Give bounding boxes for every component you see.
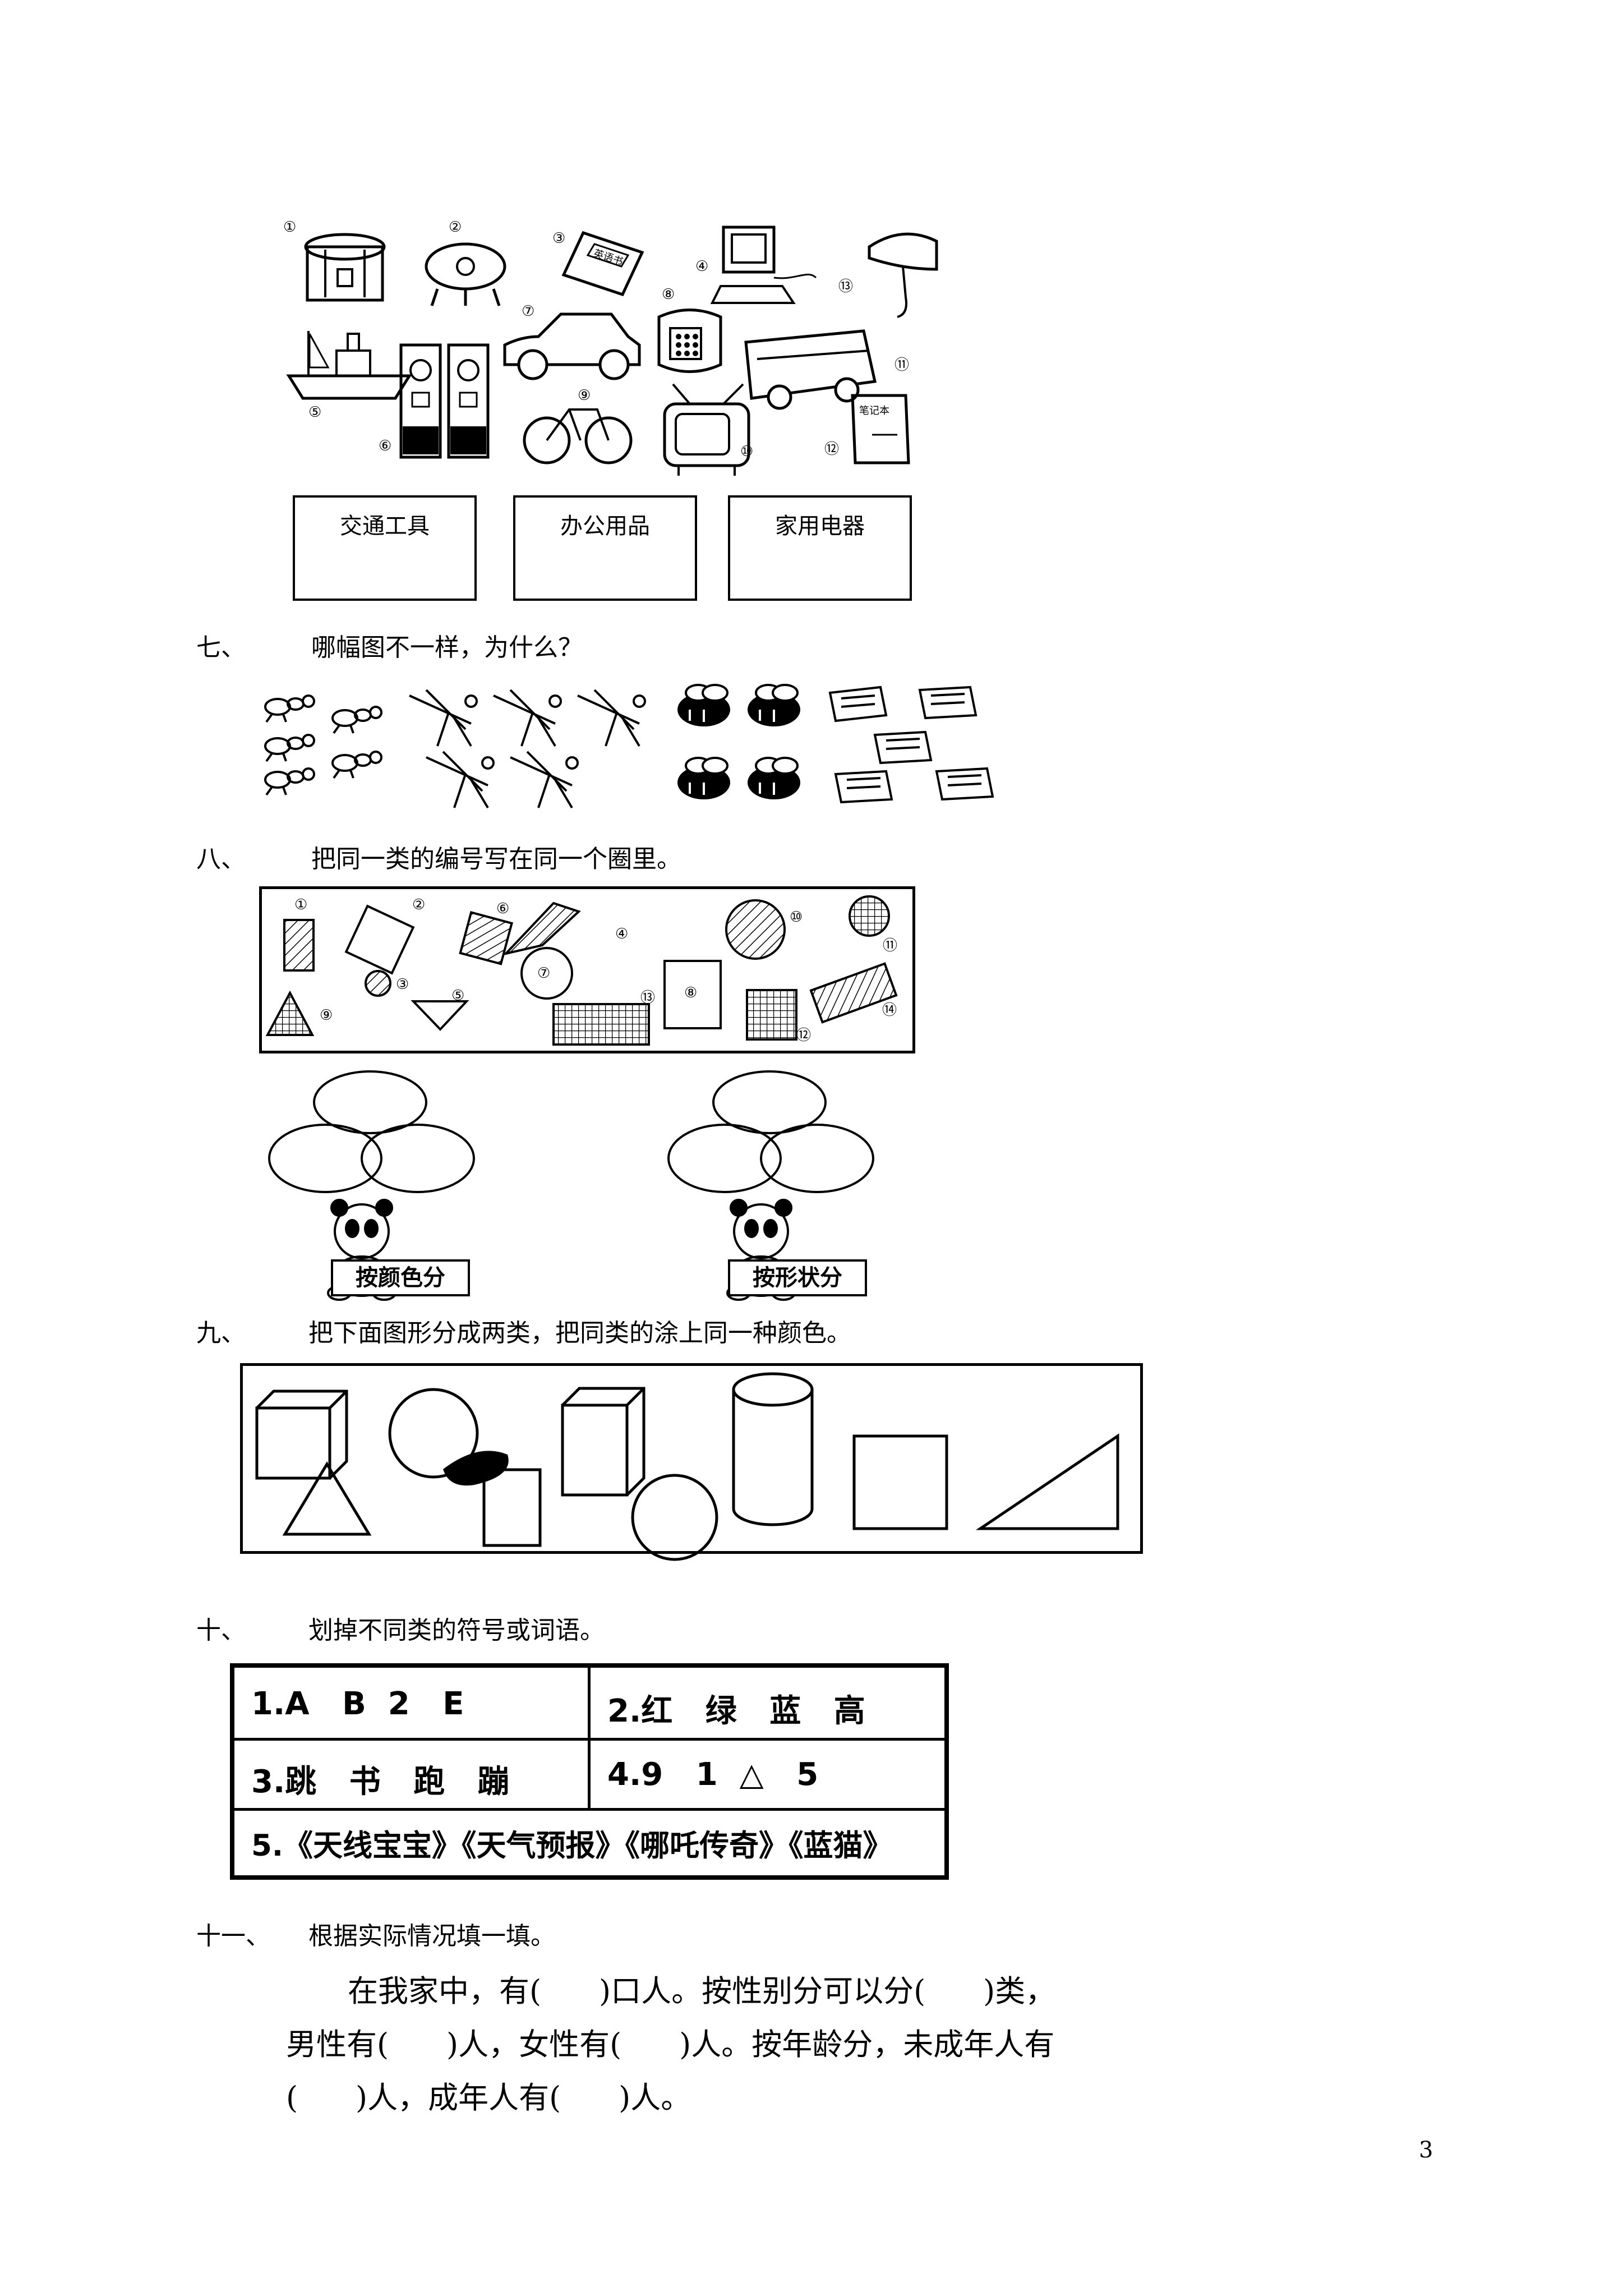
table-cell-5[interactable]: 5.《天线宝宝》《天气预报》《哪吒传奇》《蓝猫》: [251, 1829, 893, 1863]
item-number-12: ⑫: [824, 441, 840, 458]
question-10-text: 划掉不同类的符号或词语。: [308, 1616, 605, 1645]
mantis-group-icon: [409, 689, 646, 809]
table-cell-1[interactable]: 1.A B 2 E: [251, 1686, 464, 1722]
notebook-icon: [851, 394, 910, 464]
shape-number-13: ⑬: [640, 990, 656, 1006]
question-8-number: 八、: [196, 845, 246, 873]
cross-out-table: 1.A B 2 E 2.红 绿 蓝 高 3.跳 书 跑 蹦 4.9 1 △ 5 …: [230, 1663, 949, 1880]
category-box-appliance[interactable]: 家用电器: [728, 495, 912, 601]
shape-number-2: ②: [412, 896, 426, 913]
shape-number-3: ③: [396, 976, 409, 993]
television-icon: [663, 383, 750, 476]
question-9-text: 把下面图形分成两类，把同类的涂上同一种颜色。: [308, 1319, 851, 1347]
item-number-6: ⑥: [379, 438, 392, 454]
shape-number-6: ⑥: [496, 900, 510, 917]
item-number-7: ⑦: [522, 303, 535, 320]
fill-line-1[interactable]: 在我家中，有( )口人。按性别分可以分( )类，: [348, 1973, 1056, 2009]
group-label-color: 按颜色分: [331, 1259, 470, 1296]
shape-group-ovals[interactable]: [663, 1069, 876, 1310]
solid-shapes-frame: [240, 1363, 1143, 1554]
group-label-shape: 按形状分: [728, 1259, 867, 1296]
shape-number-4: ④: [615, 926, 629, 942]
shape-number-12: ⑫: [796, 1027, 811, 1044]
shape-number-9: ⑨: [320, 1007, 333, 1024]
question-10-number: 十、: [196, 1616, 246, 1645]
item-number-5: ⑤: [308, 404, 322, 421]
rice-cooker-icon: [304, 233, 386, 302]
color-group-ovals[interactable]: [264, 1069, 477, 1310]
shape-number-1: ①: [294, 896, 308, 913]
item-number-11: ⑪: [895, 357, 910, 374]
item-number-4: ④: [695, 258, 709, 275]
bees-group-icon: [677, 684, 800, 799]
table-cell-2[interactable]: 2.红 绿 蓝 高: [607, 1693, 865, 1729]
shape-number-5: ⑤: [451, 987, 465, 1004]
fan-icon: [425, 242, 506, 306]
shape-number-10: ⑩: [790, 909, 803, 926]
item-number-3: ③: [552, 230, 566, 247]
shapes-frame: [259, 886, 915, 1053]
hair-dryer-icon: [868, 232, 938, 318]
speakers-icon: [399, 343, 490, 459]
shape-number-14: ⑭: [882, 1002, 897, 1019]
fill-line-2[interactable]: 男性有( )人，女性有( )人。按年龄分，未成年人有: [286, 2027, 1055, 2062]
category-box-office[interactable]: 办公用品: [513, 495, 697, 601]
panda-icon: [327, 1199, 396, 1301]
category-label-office: 办公用品: [560, 513, 650, 539]
item-number-1: ①: [283, 219, 297, 236]
question-11-number: 十一、: [196, 1922, 270, 1950]
item-number-2: ②: [449, 219, 462, 236]
fill-line-3[interactable]: ( )人，成年人有( )人。: [286, 2080, 691, 2115]
shape-number-8: ⑧: [684, 984, 698, 1001]
solid-shapes-set-icon[interactable]: [243, 1366, 1140, 1561]
table-cell-3[interactable]: 3.跳 书 跑 蹦: [251, 1764, 509, 1800]
book-icon: [561, 231, 644, 297]
question-7-number: 七、: [196, 633, 246, 662]
question-11-text: 根据实际情况填一填。: [308, 1922, 555, 1950]
shape-number-11: ⑪: [883, 937, 898, 954]
books-group-icon: [828, 685, 994, 804]
telephone-icon: [657, 309, 722, 373]
item-number-8: ⑧: [662, 286, 675, 303]
bicycle-icon: [523, 408, 633, 464]
shape-number-7: ⑦: [537, 965, 551, 982]
category-label-appliance: 家用电器: [775, 513, 865, 539]
category-box-transport[interactable]: 交通工具: [293, 495, 477, 601]
shapes-set-icon: [265, 895, 898, 1046]
ants-group-icon: [264, 694, 382, 796]
bus-icon: [744, 329, 877, 410]
computer-icon: [710, 226, 817, 304]
table-cell-4[interactable]: 4.9 1 △ 5: [607, 1756, 819, 1793]
question-7-text: 哪幅图不一样，为什么？: [311, 633, 583, 662]
question-9-number: 九、: [196, 1319, 246, 1347]
item-number-9: ⑨: [578, 387, 591, 404]
car-icon: [503, 312, 641, 380]
category-label-transport: 交通工具: [340, 513, 430, 539]
question-8-text: 把同一类的编号写在同一个圈里。: [311, 845, 681, 873]
item-number-13: ⑬: [838, 278, 854, 295]
notebook-label: 笔记本: [859, 405, 889, 417]
ship-icon: [286, 331, 412, 400]
page-number: 3: [1419, 2137, 1433, 2163]
